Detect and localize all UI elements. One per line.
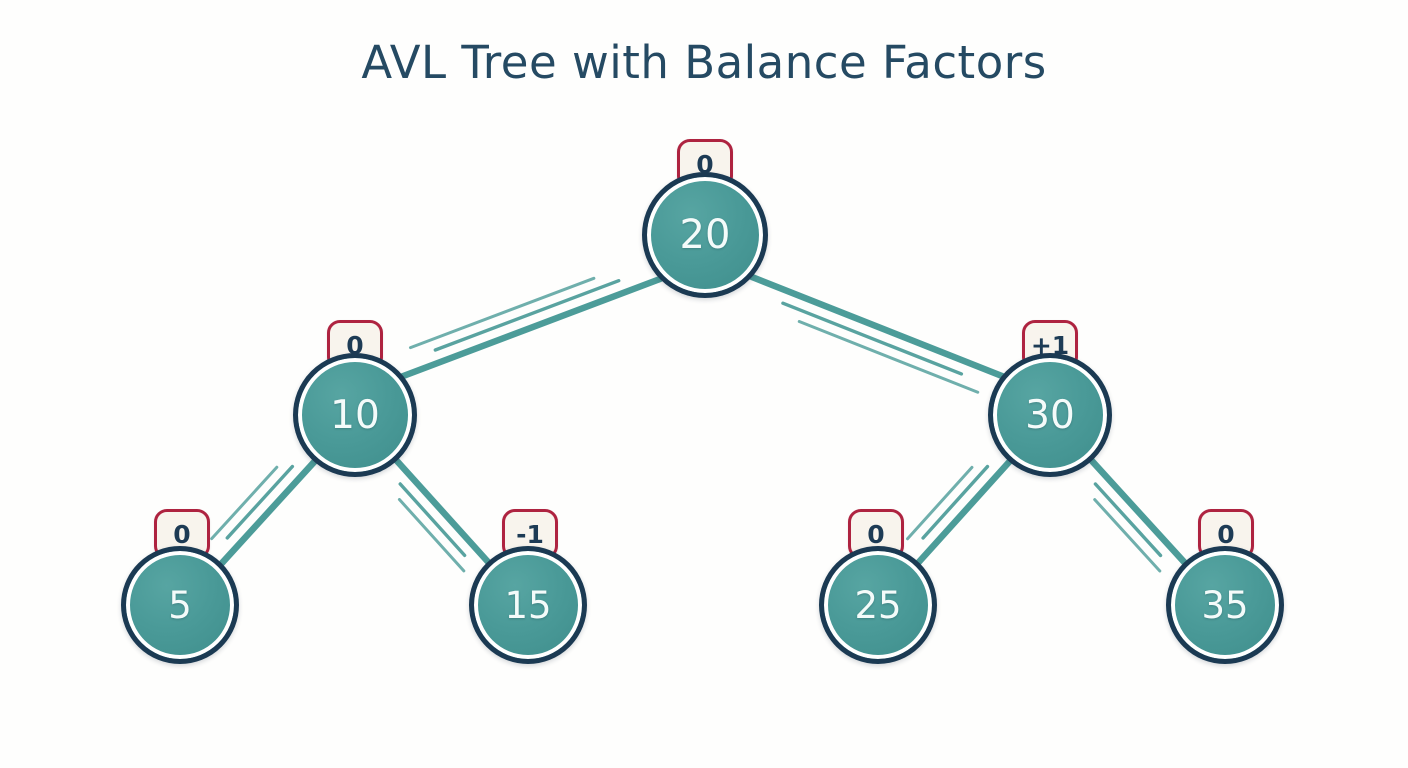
tree-node-label: 20 (679, 212, 731, 258)
edge-sketch-stroke-1 (1093, 482, 1163, 558)
tree-node-label: 25 (854, 583, 902, 627)
edge-main-stroke (914, 457, 1014, 567)
tree-edge (210, 457, 319, 567)
edge-sketch-stroke-1 (781, 301, 964, 376)
page-title: AVL Tree with Balance Factors (361, 36, 1047, 89)
edge-sketch-stroke-2 (408, 276, 596, 350)
tree-node-20[interactable]: 20 (642, 172, 768, 298)
edge-sketch-stroke-2 (210, 465, 279, 541)
edge-sketch-stroke-2 (1093, 498, 1162, 573)
tree-node-15[interactable]: 15 (469, 546, 587, 664)
tree-node-35[interactable]: 35 (1166, 546, 1284, 664)
tree-node-label: 35 (1201, 583, 1249, 627)
tree-node-label: 5 (168, 583, 192, 627)
balance-factor-value: 0 (1217, 519, 1235, 549)
edge-main-stroke (1088, 457, 1189, 567)
edge-sketch-stroke-1 (398, 482, 467, 558)
tree-edge (393, 457, 493, 573)
tree-node-25[interactable]: 25 (819, 546, 937, 664)
tree-node-30[interactable]: 30 (988, 353, 1112, 477)
edge-sketch-stroke-2 (397, 498, 466, 573)
balance-factor-value: -1 (516, 519, 544, 549)
tree-node-label: 15 (504, 583, 552, 627)
balance-factor-value: 0 (346, 330, 364, 360)
tree-edge (748, 273, 1011, 394)
edge-sketch-stroke-2 (797, 320, 980, 394)
tree-node-5[interactable]: 5 (121, 546, 239, 664)
edge-main-stroke (748, 273, 1011, 382)
edge-main-stroke (393, 457, 493, 567)
balance-factor-value: 0 (696, 149, 714, 179)
tree-edge (906, 457, 1014, 567)
tree-edge (394, 275, 664, 382)
edge-main-stroke (394, 275, 664, 382)
edge-sketch-stroke-2 (906, 465, 974, 541)
tree-node-label: 30 (1025, 392, 1075, 438)
tree-node-label: 10 (330, 392, 380, 438)
edge-sketch-stroke-1 (433, 278, 621, 352)
balance-factor-value: 0 (867, 519, 885, 549)
edge-main-stroke (218, 457, 319, 567)
tree-edge (1088, 457, 1189, 573)
edge-sketch-stroke-1 (225, 464, 295, 540)
balance-factor-value: 0 (173, 519, 191, 549)
tree-node-10[interactable]: 10 (293, 353, 417, 477)
edge-sketch-stroke-1 (921, 464, 990, 540)
